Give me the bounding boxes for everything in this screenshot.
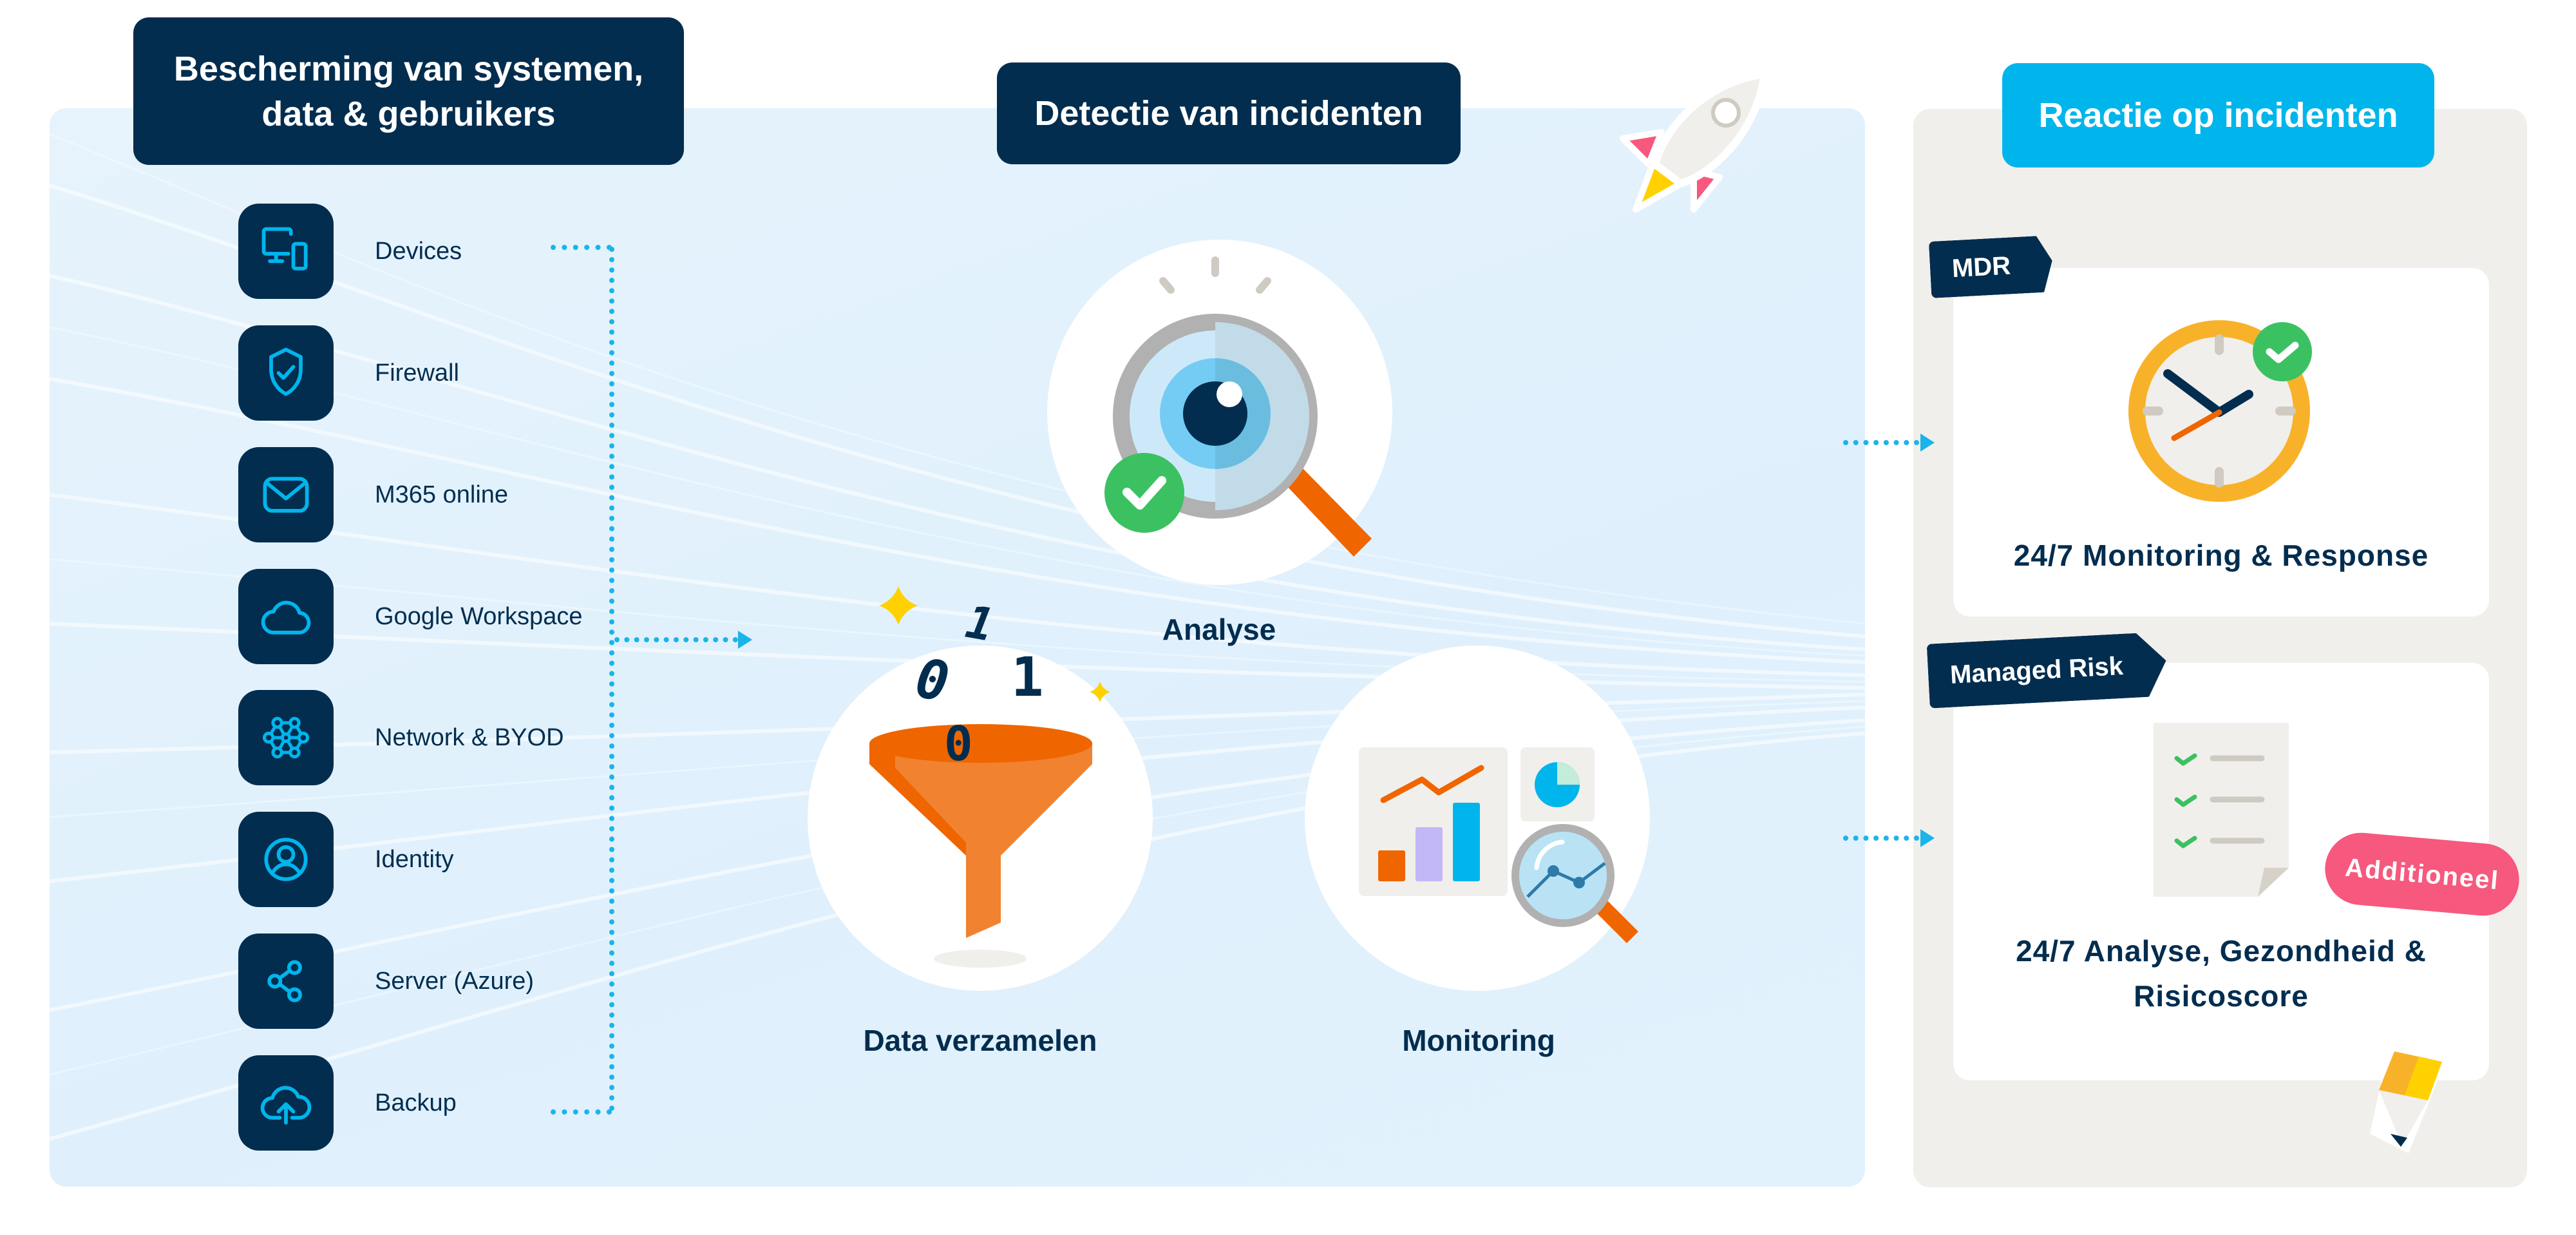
arrow-head-icon xyxy=(1920,829,1935,847)
cloud-icon xyxy=(261,600,311,635)
binary-digit: 1 xyxy=(962,595,998,652)
user-circle-icon xyxy=(264,838,308,881)
protection-title-line1: Bescherming van systemen, xyxy=(173,49,644,88)
google-workspace-tile xyxy=(238,569,334,664)
network-icon xyxy=(262,716,310,759)
item-label-network: Network & BYOD xyxy=(375,724,564,751)
binary-sparkles: 1 0 1 xyxy=(879,586,1110,714)
eye-magnifier-icon xyxy=(1104,256,1372,557)
detection-title: Detectie van incidenten xyxy=(997,62,1461,164)
protection-title: Bescherming van systemen, data & gebruike… xyxy=(133,17,684,165)
binary-digit: 1 xyxy=(1011,646,1044,709)
managed-risk-tag: Managed Risk xyxy=(1927,631,2168,708)
backup-tile xyxy=(238,1055,334,1151)
identity-tile xyxy=(238,812,334,907)
shield-check-icon xyxy=(269,347,303,396)
rocket-icon xyxy=(1620,70,1768,213)
mail-icon xyxy=(263,477,309,513)
binary-digit: 0 xyxy=(944,716,973,772)
clock-check-icon xyxy=(2128,320,2312,502)
response-title: Reactie op incidenten xyxy=(2002,63,2434,168)
connector-to-mdr xyxy=(1843,440,1919,445)
step-label-analyse: Analyse xyxy=(1162,613,1276,646)
item-label-m365: M365 online xyxy=(375,481,509,508)
mdr-tag: MDR xyxy=(1929,235,2054,298)
connector-bracket xyxy=(609,247,614,1111)
mdr-card-text: 24/7 Monitoring & Response xyxy=(2013,539,2429,572)
item-label-identity: Identity xyxy=(375,846,454,873)
m365-tile xyxy=(238,447,334,542)
analyse-illustration xyxy=(1047,240,1392,585)
item-label-server: Server (Azure) xyxy=(375,968,535,995)
data-collect-illustration: 0 xyxy=(808,646,1153,991)
managed-risk-text-line2: Risicoscore xyxy=(2134,979,2309,1013)
firewall-tile xyxy=(238,325,334,421)
protection-title-line2: data & gebruikers xyxy=(261,94,556,133)
share-nodes-icon xyxy=(267,960,302,1002)
item-label-devices: Devices xyxy=(375,238,462,265)
binary-digit: 0 xyxy=(912,647,953,714)
step-label-data-collect: Data verzamelen xyxy=(863,1024,1097,1057)
managed-risk-card-text: 24/7 Analyse, Gezondheid & Risicoscore xyxy=(1953,928,2489,1019)
server-tile xyxy=(238,933,334,1029)
network-tile xyxy=(238,690,334,785)
devices-icon xyxy=(261,227,308,271)
sparkle-icon xyxy=(879,586,918,625)
connector-bottom xyxy=(551,1109,612,1115)
arrow-head-icon xyxy=(1920,434,1935,452)
pencil-icon xyxy=(2370,1044,2447,1153)
checklist-document-icon xyxy=(2154,723,2289,897)
arrow-head-icon xyxy=(738,631,752,649)
item-label-firewall: Firewall xyxy=(375,359,459,387)
sparkle-icon xyxy=(1090,682,1110,702)
devices-tile xyxy=(238,204,334,299)
dashboard-magnifier-icon xyxy=(1359,747,1638,943)
connector-to-managed-risk xyxy=(1843,836,1919,841)
connector-to-detection xyxy=(614,637,738,642)
step-label-monitoring: Monitoring xyxy=(1402,1024,1555,1057)
item-label-google-workspace: Google Workspace xyxy=(375,603,583,630)
funnel-icon: 0 xyxy=(869,716,1092,968)
connector-top xyxy=(551,245,612,250)
monitoring-illustration xyxy=(1305,646,1650,991)
cloud-upload-icon xyxy=(260,1086,312,1125)
item-label-backup: Backup xyxy=(375,1089,457,1116)
managed-risk-text-line1: 24/7 Analyse, Gezondheid & xyxy=(2016,934,2427,968)
